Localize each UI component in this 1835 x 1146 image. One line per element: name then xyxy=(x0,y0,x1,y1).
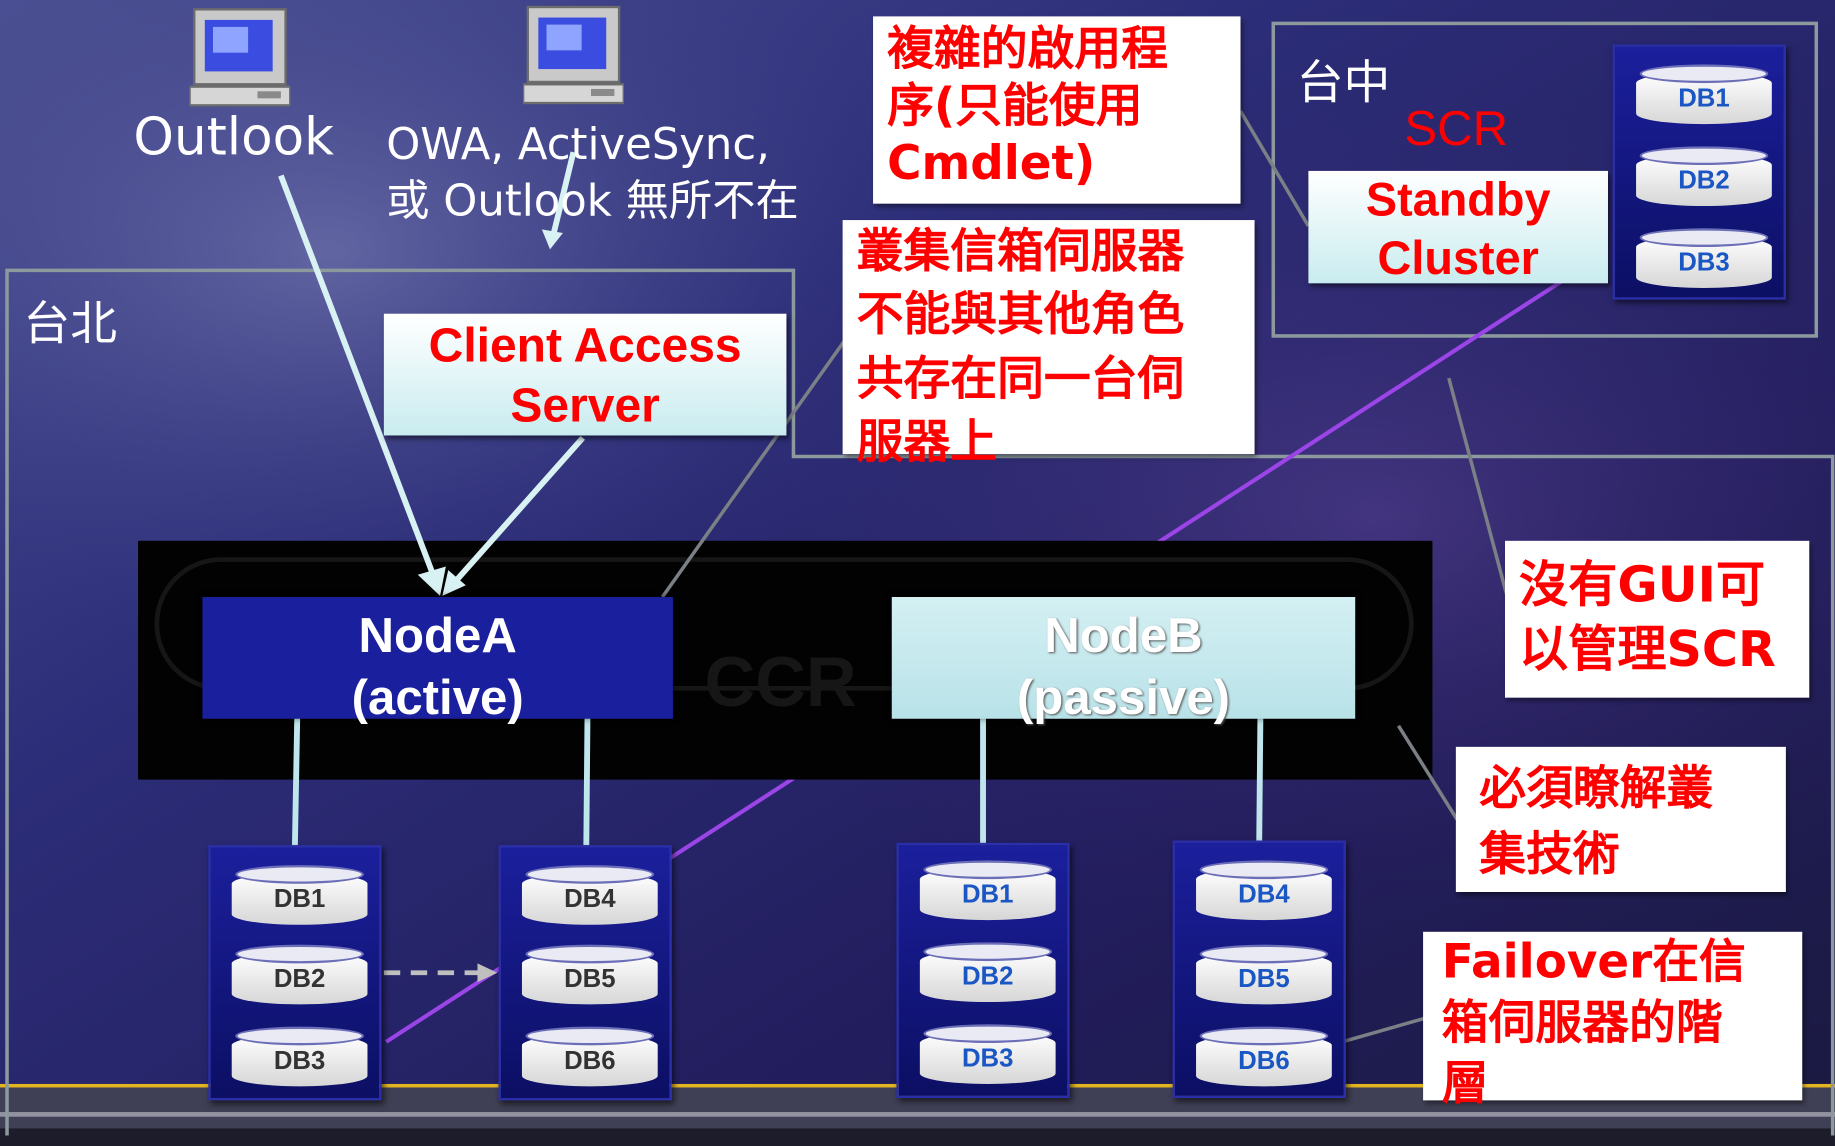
callout-line: 複雜的啟用程 xyxy=(887,22,1168,77)
db-top xyxy=(1639,228,1769,247)
callout-no-coexist: 叢集信箱伺服器 不能與其他角色 共存在同一台伺 服器上 xyxy=(842,220,1255,470)
db-top xyxy=(235,944,364,964)
database-cylinder: DB1 xyxy=(231,864,368,925)
callout-line: 共存在同一台伺 xyxy=(856,352,1185,406)
database-cylinder: DB1 xyxy=(1636,63,1772,125)
client-access-server-box: Client Access Server xyxy=(383,313,787,436)
scr-label: SCR xyxy=(1404,100,1509,156)
db-top xyxy=(525,865,655,884)
taipei-site-label: 台北 xyxy=(23,297,118,352)
database-cylinder: DB2 xyxy=(919,941,1056,1003)
owa-client-label-line2: 或 Outlook 無所不在 xyxy=(386,175,799,226)
callout-failover-level: Failover在信 箱伺服器的階 層 xyxy=(1423,931,1803,1111)
outlook-client-label: Outlook xyxy=(133,107,334,168)
owa-computer-icon xyxy=(521,5,625,106)
db-top xyxy=(923,1024,1053,1044)
node-b-db-stack-left: DB1 DB2 DB3 xyxy=(896,842,1070,1099)
db-label: DB5 xyxy=(521,952,658,1005)
callout-line: 必須瞭解叢 xyxy=(1479,762,1714,816)
database-cylinder: DB6 xyxy=(521,1025,658,1087)
ccr-label: CCR xyxy=(704,642,857,722)
callout-line: 叢集信箱伺服器 xyxy=(856,224,1185,279)
standby-cluster-box: Standby Cluster xyxy=(1308,170,1608,284)
taichung-site-label: 台中 xyxy=(1296,56,1391,111)
node-b-line2: (passive) xyxy=(1016,669,1231,725)
node-a-line2: (active) xyxy=(351,669,524,725)
db-top xyxy=(1639,146,1769,166)
callout-line: 以管理SCR xyxy=(1519,620,1776,679)
cas-line2: Server xyxy=(510,378,660,432)
node-a-db-stack-right: DB4 DB5 DB6 xyxy=(498,845,672,1101)
node-a-line1: NodeA xyxy=(358,607,517,663)
database-cylinder: DB4 xyxy=(521,864,658,925)
callout-line: 沒有GUI可 xyxy=(1519,556,1766,614)
database-cylinder: DB5 xyxy=(1196,944,1332,1005)
db-top xyxy=(923,860,1053,880)
db-top xyxy=(235,865,364,884)
database-cylinder: DB6 xyxy=(1196,1025,1332,1087)
outlook-computer-icon xyxy=(188,7,292,108)
callout-line: 集技術 xyxy=(1479,827,1620,882)
db-top xyxy=(1199,944,1329,964)
callout-no-gui: 沒有GUI可 以管理SCR xyxy=(1505,540,1810,698)
database-cylinder: DB3 xyxy=(919,1023,1056,1084)
callout-line: 不能與其他角色 xyxy=(856,288,1185,343)
db-label: DB3 xyxy=(1636,236,1772,288)
callout-line: 序(只能使用 xyxy=(887,79,1143,134)
db-top xyxy=(525,944,655,964)
standby-line2: Cluster xyxy=(1377,232,1539,285)
database-cylinder: DB3 xyxy=(1636,227,1772,288)
db-label: DB5 xyxy=(1196,952,1332,1005)
node-b-box: NodeB (passive) xyxy=(891,597,1356,725)
callout-line: Cmdlet) xyxy=(887,136,1096,191)
db-top xyxy=(1199,860,1329,880)
callout-complex-activation: 複雜的啟用程 序(只能使用 Cmdlet) xyxy=(873,16,1241,204)
standby-db-stack: DB1 DB2 DB3 xyxy=(1612,44,1786,300)
standby-line1: Standby xyxy=(1365,174,1551,226)
callout-line: 服器上 xyxy=(856,415,998,470)
database-cylinder: DB2 xyxy=(231,944,368,1005)
db-top xyxy=(923,942,1053,962)
db-top xyxy=(1199,1026,1329,1046)
callout-cluster-knowledge: 必須瞭解叢 集技術 xyxy=(1455,746,1786,892)
db-top xyxy=(235,1026,364,1046)
db-top xyxy=(525,1026,655,1046)
database-cylinder: DB5 xyxy=(521,944,658,1005)
db-top xyxy=(1639,64,1769,84)
node-b-line1: NodeB xyxy=(1044,607,1203,663)
node-a-box: NodeA (active) xyxy=(202,597,673,725)
database-cylinder: DB4 xyxy=(1196,859,1332,921)
callout-line: 層 xyxy=(1441,1057,1489,1111)
database-cylinder: DB2 xyxy=(1636,145,1772,207)
callout-line: Failover在信 xyxy=(1441,935,1746,990)
owa-client-label-line1: OWA, ActiveSync, xyxy=(386,119,770,170)
node-b-db-stack-right: DB4 DB5 DB6 xyxy=(1172,840,1346,1099)
database-cylinder: DB3 xyxy=(231,1025,368,1087)
database-cylinder: DB1 xyxy=(919,859,1056,921)
node-a-db-stack-left: DB1 DB2 DB3 xyxy=(208,845,382,1101)
callout-line: 箱伺服器的階 xyxy=(1441,996,1723,1051)
owa-client-label: OWA, ActiveSync, 或 Outlook 無所不在 xyxy=(386,117,799,229)
cas-line1: Client Access xyxy=(428,318,742,373)
